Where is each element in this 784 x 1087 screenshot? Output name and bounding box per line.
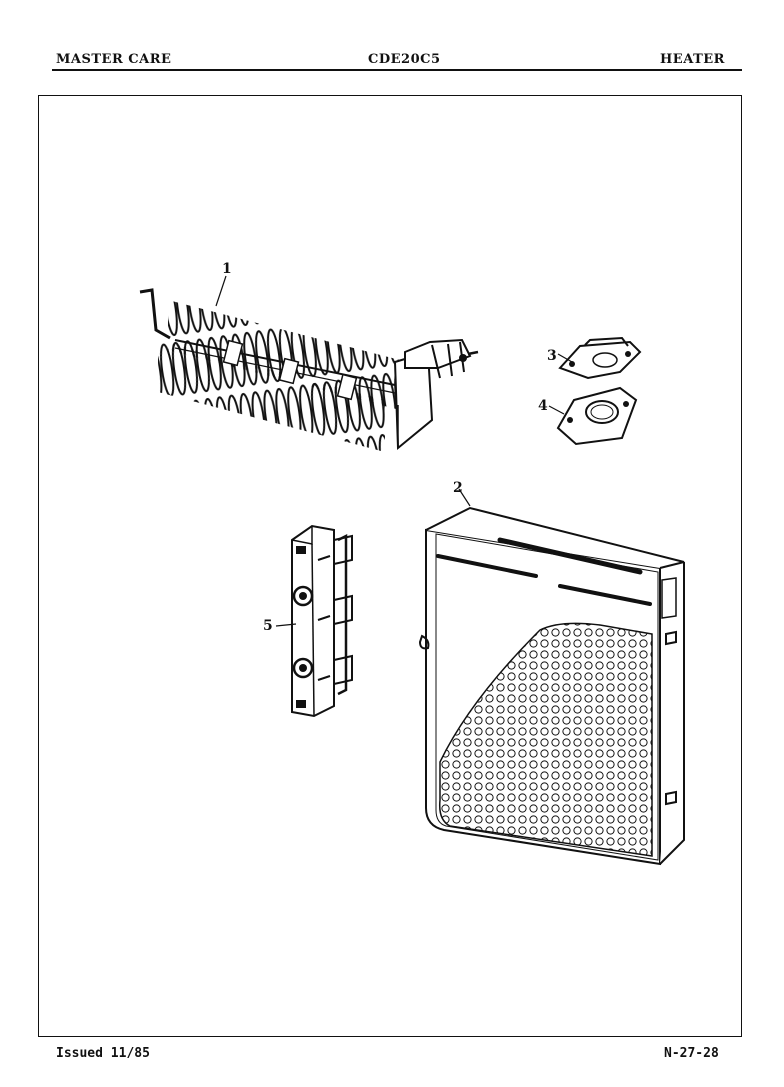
footer-page-code: N-27-28 bbox=[664, 1046, 719, 1061]
callout-5: 5 bbox=[263, 618, 273, 634]
callout-2: 2 bbox=[453, 480, 463, 496]
terminal-block bbox=[291, 524, 353, 718]
diagram-frame bbox=[38, 95, 742, 1037]
thermostat bbox=[558, 336, 642, 380]
thermostat-gasket bbox=[556, 386, 638, 446]
heater-housing bbox=[418, 506, 685, 866]
callout-1: 1 bbox=[222, 261, 232, 277]
callout-leaders bbox=[215, 275, 573, 627]
footer-issued-date: Issued 11/85 bbox=[56, 1046, 150, 1061]
callout-4: 4 bbox=[538, 398, 548, 414]
heater-coil-element bbox=[139, 288, 479, 452]
header-model: CDE20C5 bbox=[368, 52, 441, 67]
header-rule bbox=[52, 69, 742, 71]
callout-3: 3 bbox=[547, 348, 557, 364]
header-section: HEATER bbox=[660, 52, 725, 67]
header-brand: MASTER CARE bbox=[56, 52, 172, 67]
